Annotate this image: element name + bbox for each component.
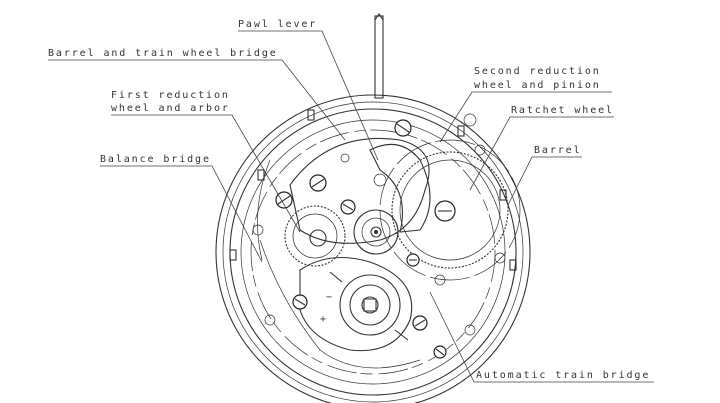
callout-automatic-train-bridge: Automatic train bridge (429, 291, 654, 383)
automatic-train-bridge-shape (299, 257, 413, 352)
minus-marking: − (326, 292, 334, 303)
label-first-reduction-1: First reduction (111, 90, 230, 101)
center-wheel (353, 209, 399, 255)
callout-pawl-lever: Pawl lever (238, 19, 379, 161)
callout-first-reduction: First reduction wheel and arbor (111, 90, 301, 233)
balance-wheel (339, 274, 401, 336)
first-reduction-wheel (284, 205, 346, 267)
callout-second-reduction: Second reduction wheel and pinion (439, 66, 612, 143)
label-second-reduction-2: wheel and pinion (474, 80, 601, 91)
outer-ring (215, 94, 531, 403)
plus-marking: + (320, 314, 328, 325)
ratchet-wheel (391, 151, 509, 269)
label-barrel: Barrel (534, 145, 582, 156)
callout-barrel: Barrel (507, 145, 582, 206)
label-balance-bridge: Balance bridge (100, 154, 211, 165)
callout-ratchet-wheel: Ratchet wheel (469, 105, 614, 191)
label-pawl-lever: Pawl lever (238, 19, 317, 30)
label-ratchet-wheel: Ratchet wheel (511, 105, 614, 116)
screws (275, 119, 456, 359)
movement-drawing: − + (215, 13, 531, 403)
label-second-reduction-1: Second reduction (474, 66, 601, 77)
label-automatic-train-bridge: Automatic train bridge (476, 370, 650, 381)
callout-barrel-bridge: Barrel and train wheel bridge (48, 48, 346, 141)
pawl-lever-shape (369, 143, 431, 233)
label-first-reduction-2: wheel and arbor (111, 103, 230, 114)
winding-stem (374, 15, 384, 99)
label-barrel-bridge: Barrel and train wheel bridge (48, 48, 278, 59)
callout-balance-bridge: Balance bridge (100, 154, 263, 263)
